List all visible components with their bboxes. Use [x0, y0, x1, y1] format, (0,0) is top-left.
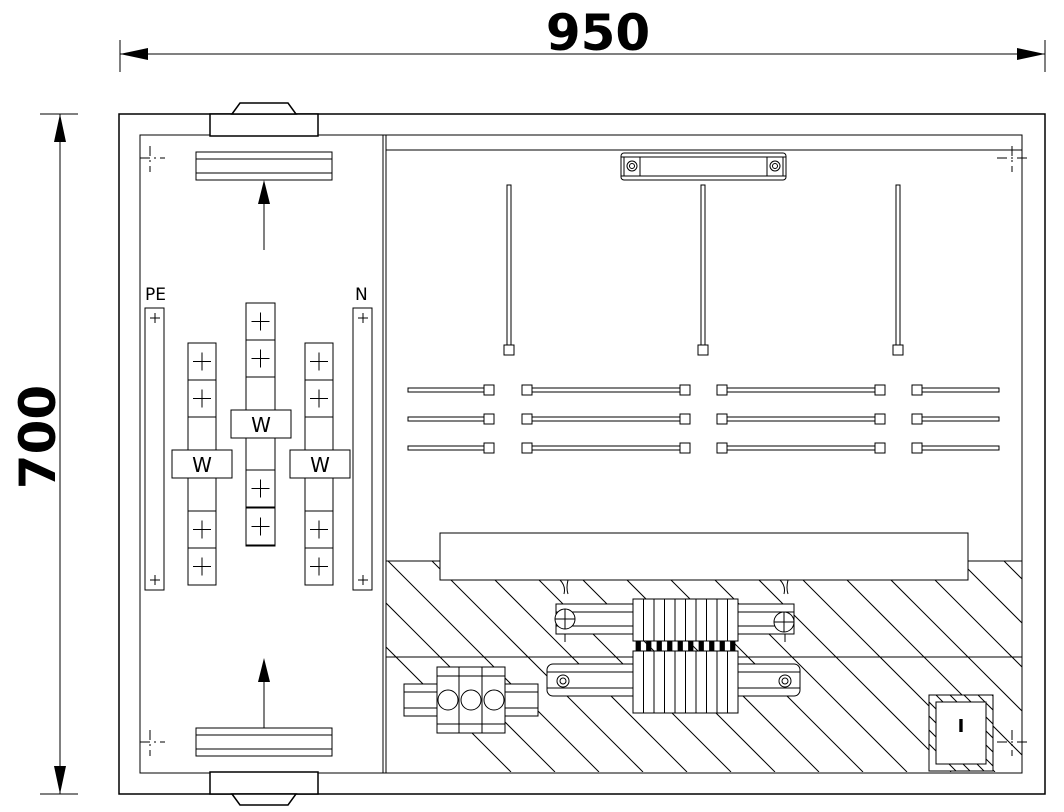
- horizontal-cable-tie: [521, 442, 691, 454]
- vertical-cable-tie: [697, 184, 709, 356]
- fuse-label: W: [310, 453, 330, 477]
- terminal-block: [716, 598, 728, 714]
- mounting-marks: [140, 146, 1030, 756]
- fuse-holder: W: [230, 302, 292, 547]
- horizontal-cable-tie: [911, 442, 1000, 454]
- horizontal-cable-tie: [911, 384, 1000, 396]
- pe-busbar: PE: [144, 285, 166, 591]
- cable-entry-bottom: [209, 771, 319, 806]
- switch-label: I: [958, 716, 965, 737]
- fuse-label: W: [251, 413, 271, 437]
- cable-ties: [407, 184, 1000, 454]
- bottom-terminal-bar: [195, 658, 333, 757]
- horizontal-cable-tie: [407, 384, 495, 396]
- horizontal-cable-tie: [407, 413, 495, 425]
- fuse-holder: W: [171, 342, 233, 586]
- terminal-block: [695, 598, 707, 714]
- height-dimension: 700: [9, 113, 78, 795]
- switch-door: I: [928, 694, 994, 772]
- horizontal-cable-tie: [911, 413, 1000, 425]
- horizontal-cable-tie: [716, 413, 886, 425]
- horizontal-cable-tie: [716, 442, 886, 454]
- width-label: 950: [546, 4, 650, 62]
- terminal-block: [643, 598, 655, 714]
- n-label: N: [355, 285, 368, 305]
- triple-terminal: [403, 666, 539, 734]
- cover-strip: [439, 532, 969, 595]
- width-dimension: 950: [119, 4, 1046, 72]
- horizontal-cable-tie: [521, 413, 691, 425]
- terminal-block: [685, 598, 697, 714]
- n-busbar: N: [352, 285, 373, 591]
- horizontal-cable-tie: [407, 442, 495, 454]
- vertical-cable-tie: [503, 184, 515, 356]
- horizontal-cable-tie: [521, 384, 691, 396]
- fuse-holder: W: [289, 342, 351, 586]
- fuse-holders: W W W: [171, 302, 351, 586]
- terminal-block: [664, 598, 676, 714]
- terminal-block: [674, 598, 686, 714]
- vertical-cable-tie: [892, 184, 904, 356]
- fuse-label: W: [192, 453, 212, 477]
- top-terminal-bar: [195, 151, 333, 250]
- din-clamp-top: [620, 152, 787, 181]
- terminal-block: [727, 598, 739, 714]
- terminal-block: [653, 598, 665, 714]
- pe-label: PE: [145, 285, 166, 305]
- horizontal-cable-tie: [716, 384, 886, 396]
- cable-entry-top: [209, 102, 319, 137]
- height-label: 700: [9, 385, 67, 489]
- terminal-blocks: [632, 598, 739, 714]
- terminal-block: [706, 598, 718, 714]
- terminal-block: [632, 598, 644, 714]
